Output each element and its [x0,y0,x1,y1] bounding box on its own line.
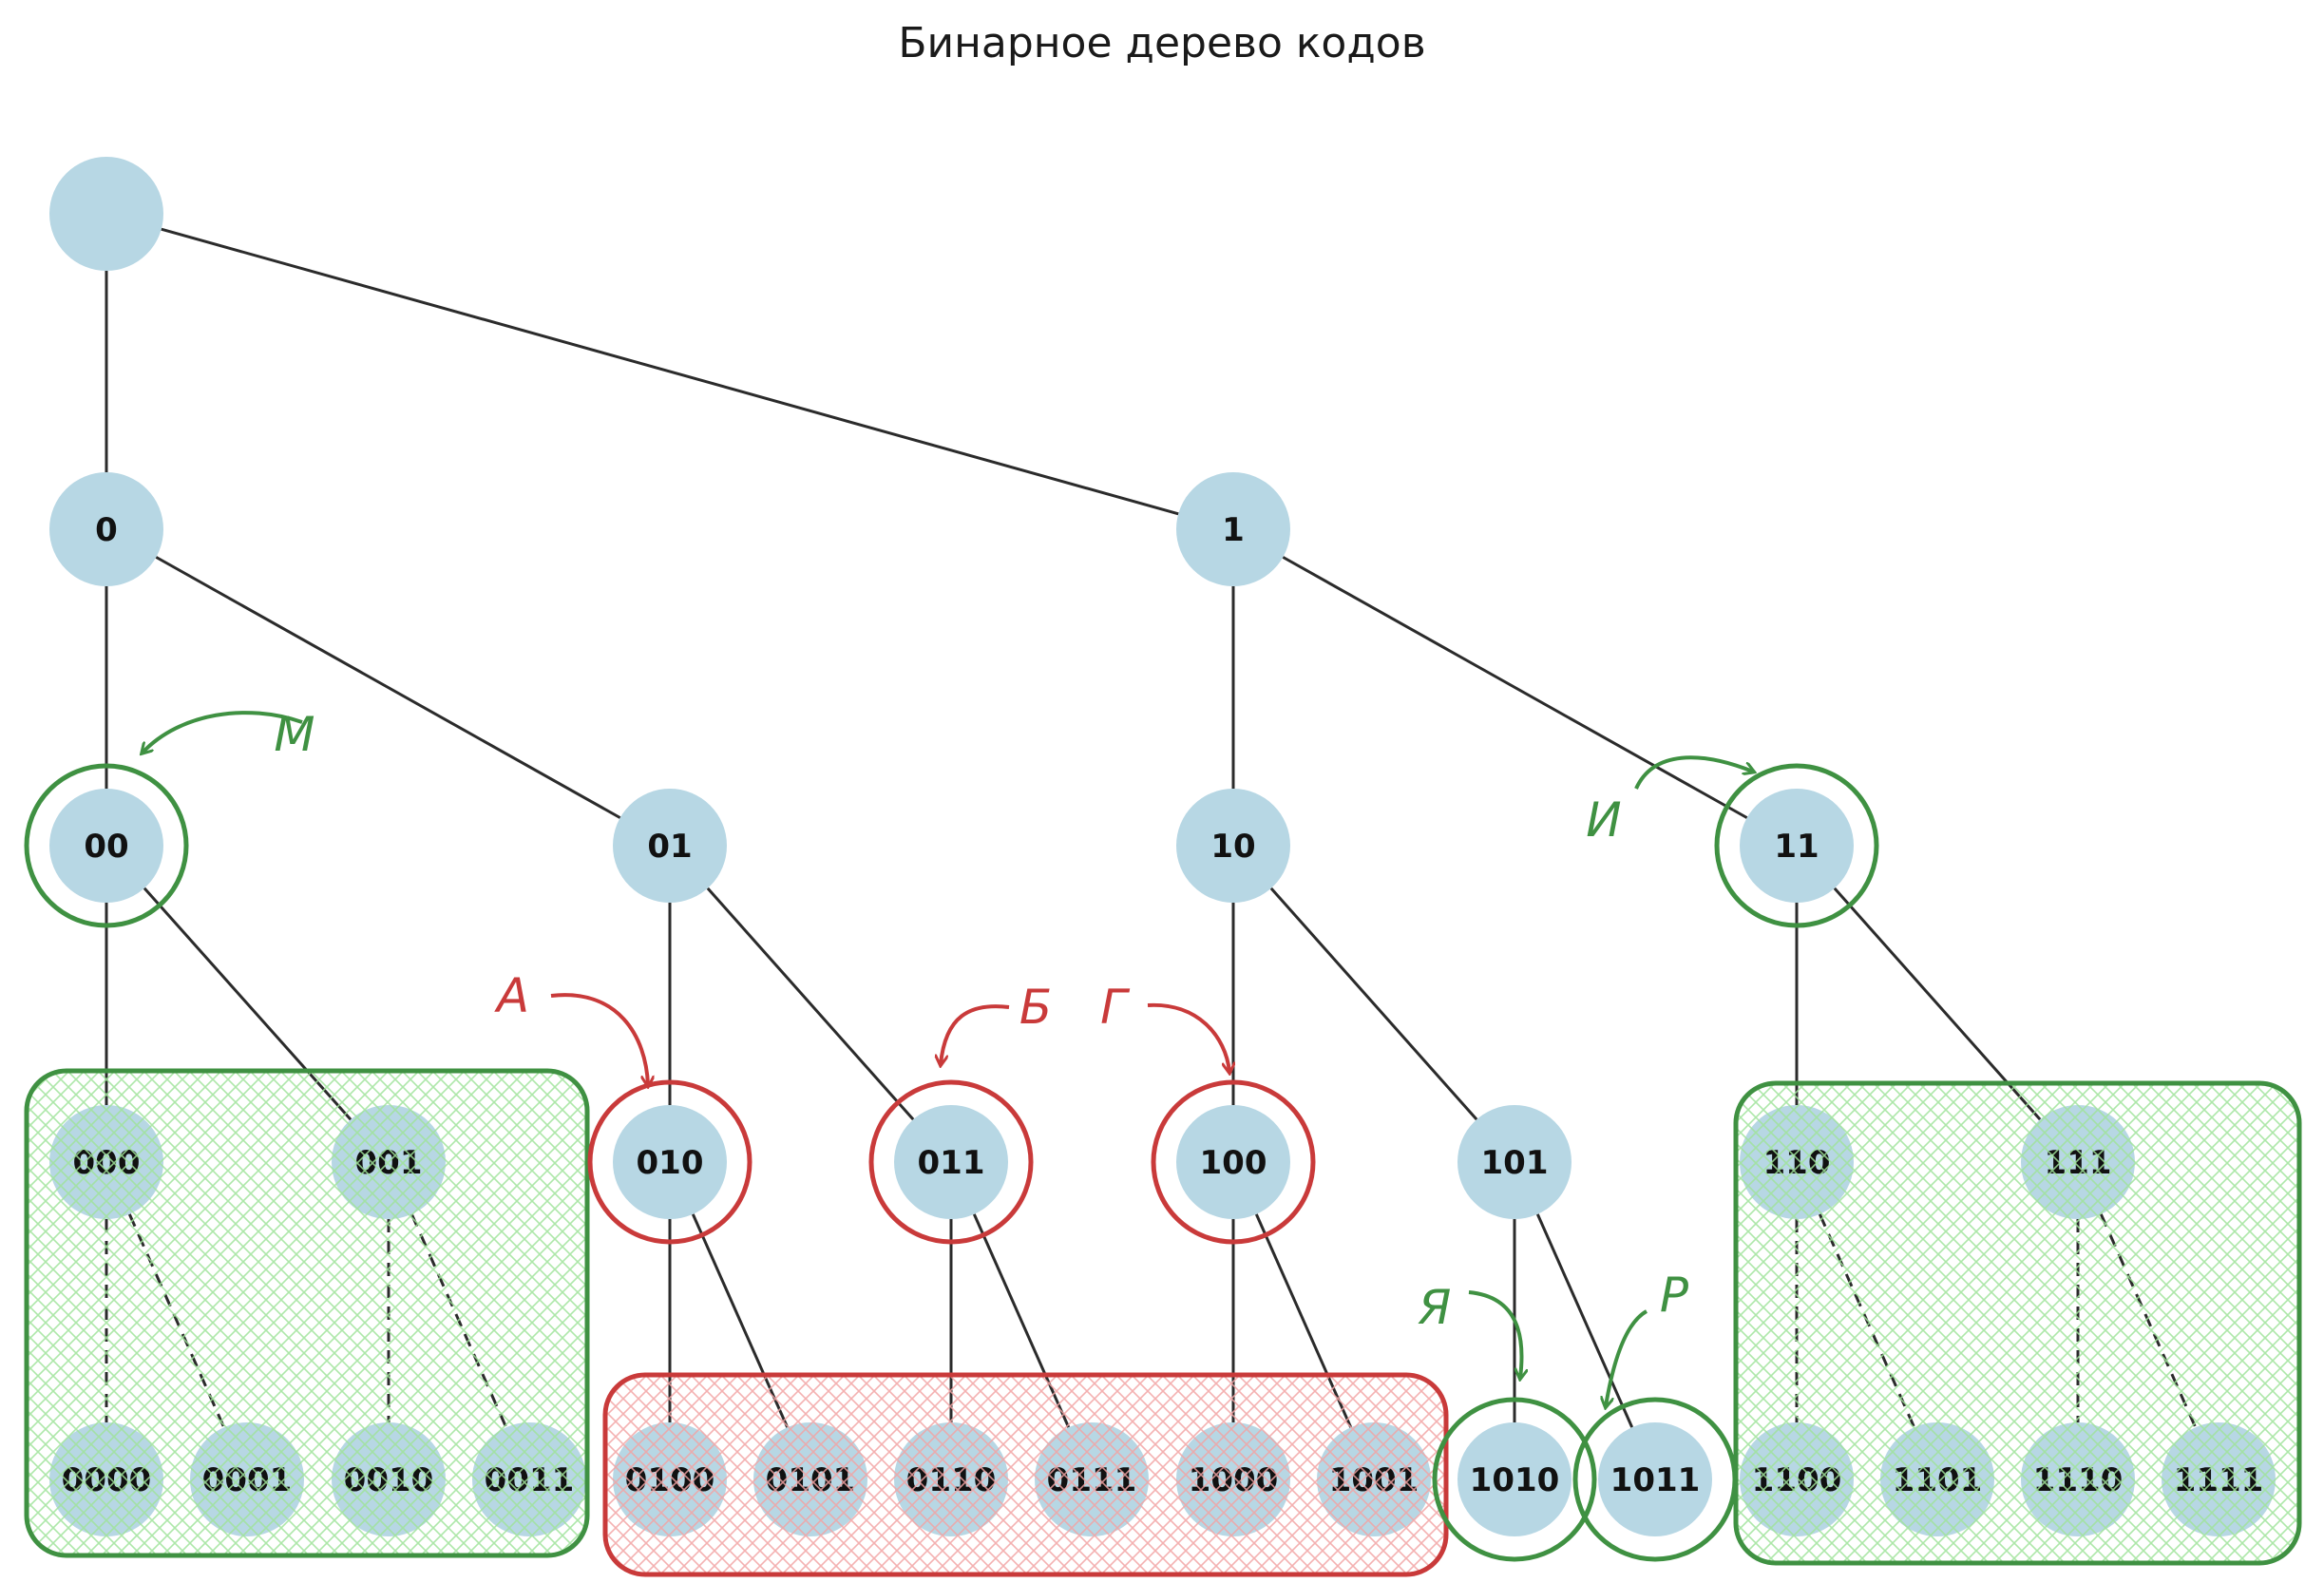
annotation-letter: Я [1418,1280,1452,1335]
node-circle [613,789,727,903]
edge-10-101 [1269,887,1478,1121]
highlight-ring-011 [868,1079,1034,1245]
node-circle [1176,472,1290,586]
tree-node-1011: 1011 [1598,1422,1712,1536]
annotation-letter: Б [1019,980,1052,1035]
annotation-m: М [24,707,315,928]
node-circle [1457,1105,1572,1219]
annotation-arrow [550,993,648,1085]
node-circle [49,472,163,586]
highlight-ring-1011 [1572,1397,1738,1562]
tree-node-1010: 1010 [1457,1422,1572,1536]
annotation-letter: Г [1100,980,1131,1035]
annotation-arrow [1147,1002,1229,1072]
annotation-arrow [1634,755,1753,790]
annotation-arrow [143,711,303,753]
annotation-ya: Я [1418,1280,1597,1562]
tree-node-01: 01 [613,789,727,903]
highlight-ring-1010 [1432,1397,1597,1562]
highlight-ring-100 [1151,1079,1316,1245]
tree-node-11: 11 [1740,789,1854,903]
edge-01-011 [706,887,915,1121]
annotation-r: Р [1572,1268,1738,1562]
annotation-arrow [1468,1290,1522,1378]
tree-node-root [49,157,163,271]
node-circle [1176,1105,1290,1219]
node-circle [1457,1422,1572,1536]
green-region-left-hatch [27,1071,587,1555]
annotation-arrow [941,1004,1010,1064]
tree-node-100: 100 [1176,1105,1290,1219]
node-label: 01 [647,828,692,866]
tree-node-1: 1 [1176,472,1290,586]
annotation-letter: А [494,968,529,1023]
green-region-left-border [24,1068,590,1558]
annotation-i: И [1586,755,1879,928]
annotation-letter: М [274,707,314,762]
hatch-overlays [24,1068,2302,1577]
node-label: 010 [637,1144,704,1182]
node-label: 1 [1222,511,1245,549]
highlight-ring-010 [587,1079,752,1245]
highlight-ring-00 [24,763,189,928]
tree-node-010: 010 [613,1105,727,1219]
tree-node-011: 011 [894,1105,1008,1219]
node-circle [49,157,163,271]
node-circle [613,1105,727,1219]
green-region-right-border [1733,1080,2302,1566]
node-circle [1740,789,1854,903]
annotation-letter: Р [1660,1268,1689,1323]
edge-0-01 [155,556,621,819]
node-label: 1010 [1470,1461,1560,1499]
annotation-a: А [494,968,752,1245]
annotation-b: Б [868,980,1052,1245]
edge-root-1 [161,227,1179,516]
node-label: 011 [918,1144,985,1182]
red-region-middle-border [602,1372,1449,1577]
node-circle [1176,789,1290,903]
node-label: 0 [95,511,118,549]
node-label: 10 [1210,828,1255,866]
tree-node-10: 10 [1176,789,1290,903]
highlight-ring-11 [1714,763,1879,928]
red-region-middle-hatch [605,1375,1446,1574]
node-label: 101 [1481,1144,1549,1182]
edge-1-11 [1282,556,1748,819]
green-region-right-hatch [1736,1083,2299,1563]
annotation-arrow [1606,1309,1648,1406]
node-circle [49,789,163,903]
annotation-letter: И [1586,792,1621,848]
node-circle [1598,1422,1712,1536]
annotation-g: Г [1100,980,1316,1245]
node-circle [894,1105,1008,1219]
node-label: 11 [1774,828,1819,866]
node-label: 00 [84,828,128,866]
tree-node-101: 101 [1457,1105,1572,1219]
node-label: 1011 [1610,1461,1701,1499]
edge-101-1011 [1535,1213,1634,1428]
tree-node-0: 0 [49,472,163,586]
tree-node-00: 00 [49,789,163,903]
node-label: 100 [1200,1144,1267,1182]
diagram-title: Бинарное дерево кодов [898,19,1425,67]
